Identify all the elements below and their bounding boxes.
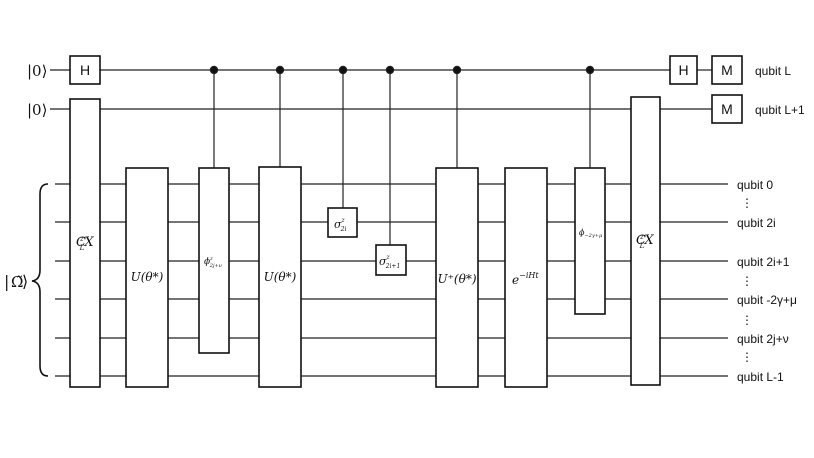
clx-gate-right (630, 96, 661, 386)
control-dot-u-theta-2 (275, 65, 285, 75)
ket-zero-1: |0⟩ (27, 62, 47, 80)
u-theta-gate-2 (258, 166, 302, 388)
hadamard-label-right: H (678, 62, 688, 78)
measure-gate-l1 (711, 94, 743, 124)
sigma-2i-gate (327, 207, 358, 238)
u-theta-gate-1 (125, 167, 169, 388)
label-qubit-l: qubit L (755, 64, 791, 78)
phi-a-gate (198, 167, 230, 354)
label-qubit-2j: qubit 2j+ν (737, 332, 789, 346)
hadamard-gate-left (69, 55, 101, 85)
control-dot-sigma-2i (338, 65, 348, 75)
ellipsis-3: ⋮ (741, 313, 753, 327)
ellipsis-4: ⋮ (741, 350, 753, 364)
measure-gate-l (711, 55, 743, 85)
control-dot-phi-a (209, 65, 219, 75)
u-theta-label-2: U(θ*) (264, 270, 297, 284)
u-theta-plus-gate (435, 167, 479, 388)
wire-labels: qubit L qubit L+1 qubit 0 qubit 2i qubit… (737, 64, 805, 384)
phi-b-gate (574, 167, 606, 315)
ellipsis-1: ⋮ (741, 196, 753, 210)
phi-b-label: ϕ−2γ+μ (579, 228, 602, 239)
input-kets: |0⟩ |0⟩ | Ω̃ ⟩ (4, 62, 47, 291)
hadamard-label-left: H (80, 62, 90, 78)
label-qubit-l1: qubit L+1 (755, 103, 805, 117)
ket-omega-symbol: Ω̃ (11, 273, 23, 291)
control-dot-sigma-2i1 (385, 65, 395, 75)
u-theta-plus-label: U⁺(θ*) (437, 272, 476, 286)
gates (69, 55, 743, 388)
label-qubit-2i: qubit 2i (737, 216, 776, 230)
ellipsis-2: ⋮ (741, 274, 753, 288)
controls (209, 65, 595, 245)
ket-zero-2: |0⟩ (27, 101, 47, 119)
ellipses: ⋮ ⋮ ⋮ ⋮ (741, 196, 753, 364)
exp-label: e−iHt (512, 271, 539, 287)
clx-gate-left (69, 98, 101, 388)
label-qubit-m2g: qubit -2γ+μ (737, 293, 797, 307)
ket-omega-bar: | (4, 272, 9, 291)
omega-brace (31, 183, 49, 377)
ket-omega-close: ⟩ (22, 272, 28, 291)
hadamard-gate-right (669, 55, 698, 85)
label-qubit-2i1: qubit 2i+1 (737, 255, 790, 269)
label-qubit-lm1: qubit L-1 (737, 370, 784, 384)
exp-gate (504, 167, 548, 388)
measure-label-l: M (721, 62, 733, 78)
sigma-2i1-gate (375, 244, 407, 276)
control-dot-phi-b (585, 65, 595, 75)
measure-label-l1: M (721, 101, 733, 117)
control-dot-u-theta-plus (452, 65, 462, 75)
label-qubit-0: qubit 0 (737, 178, 773, 192)
u-theta-label-1: U(θ*) (131, 270, 164, 284)
